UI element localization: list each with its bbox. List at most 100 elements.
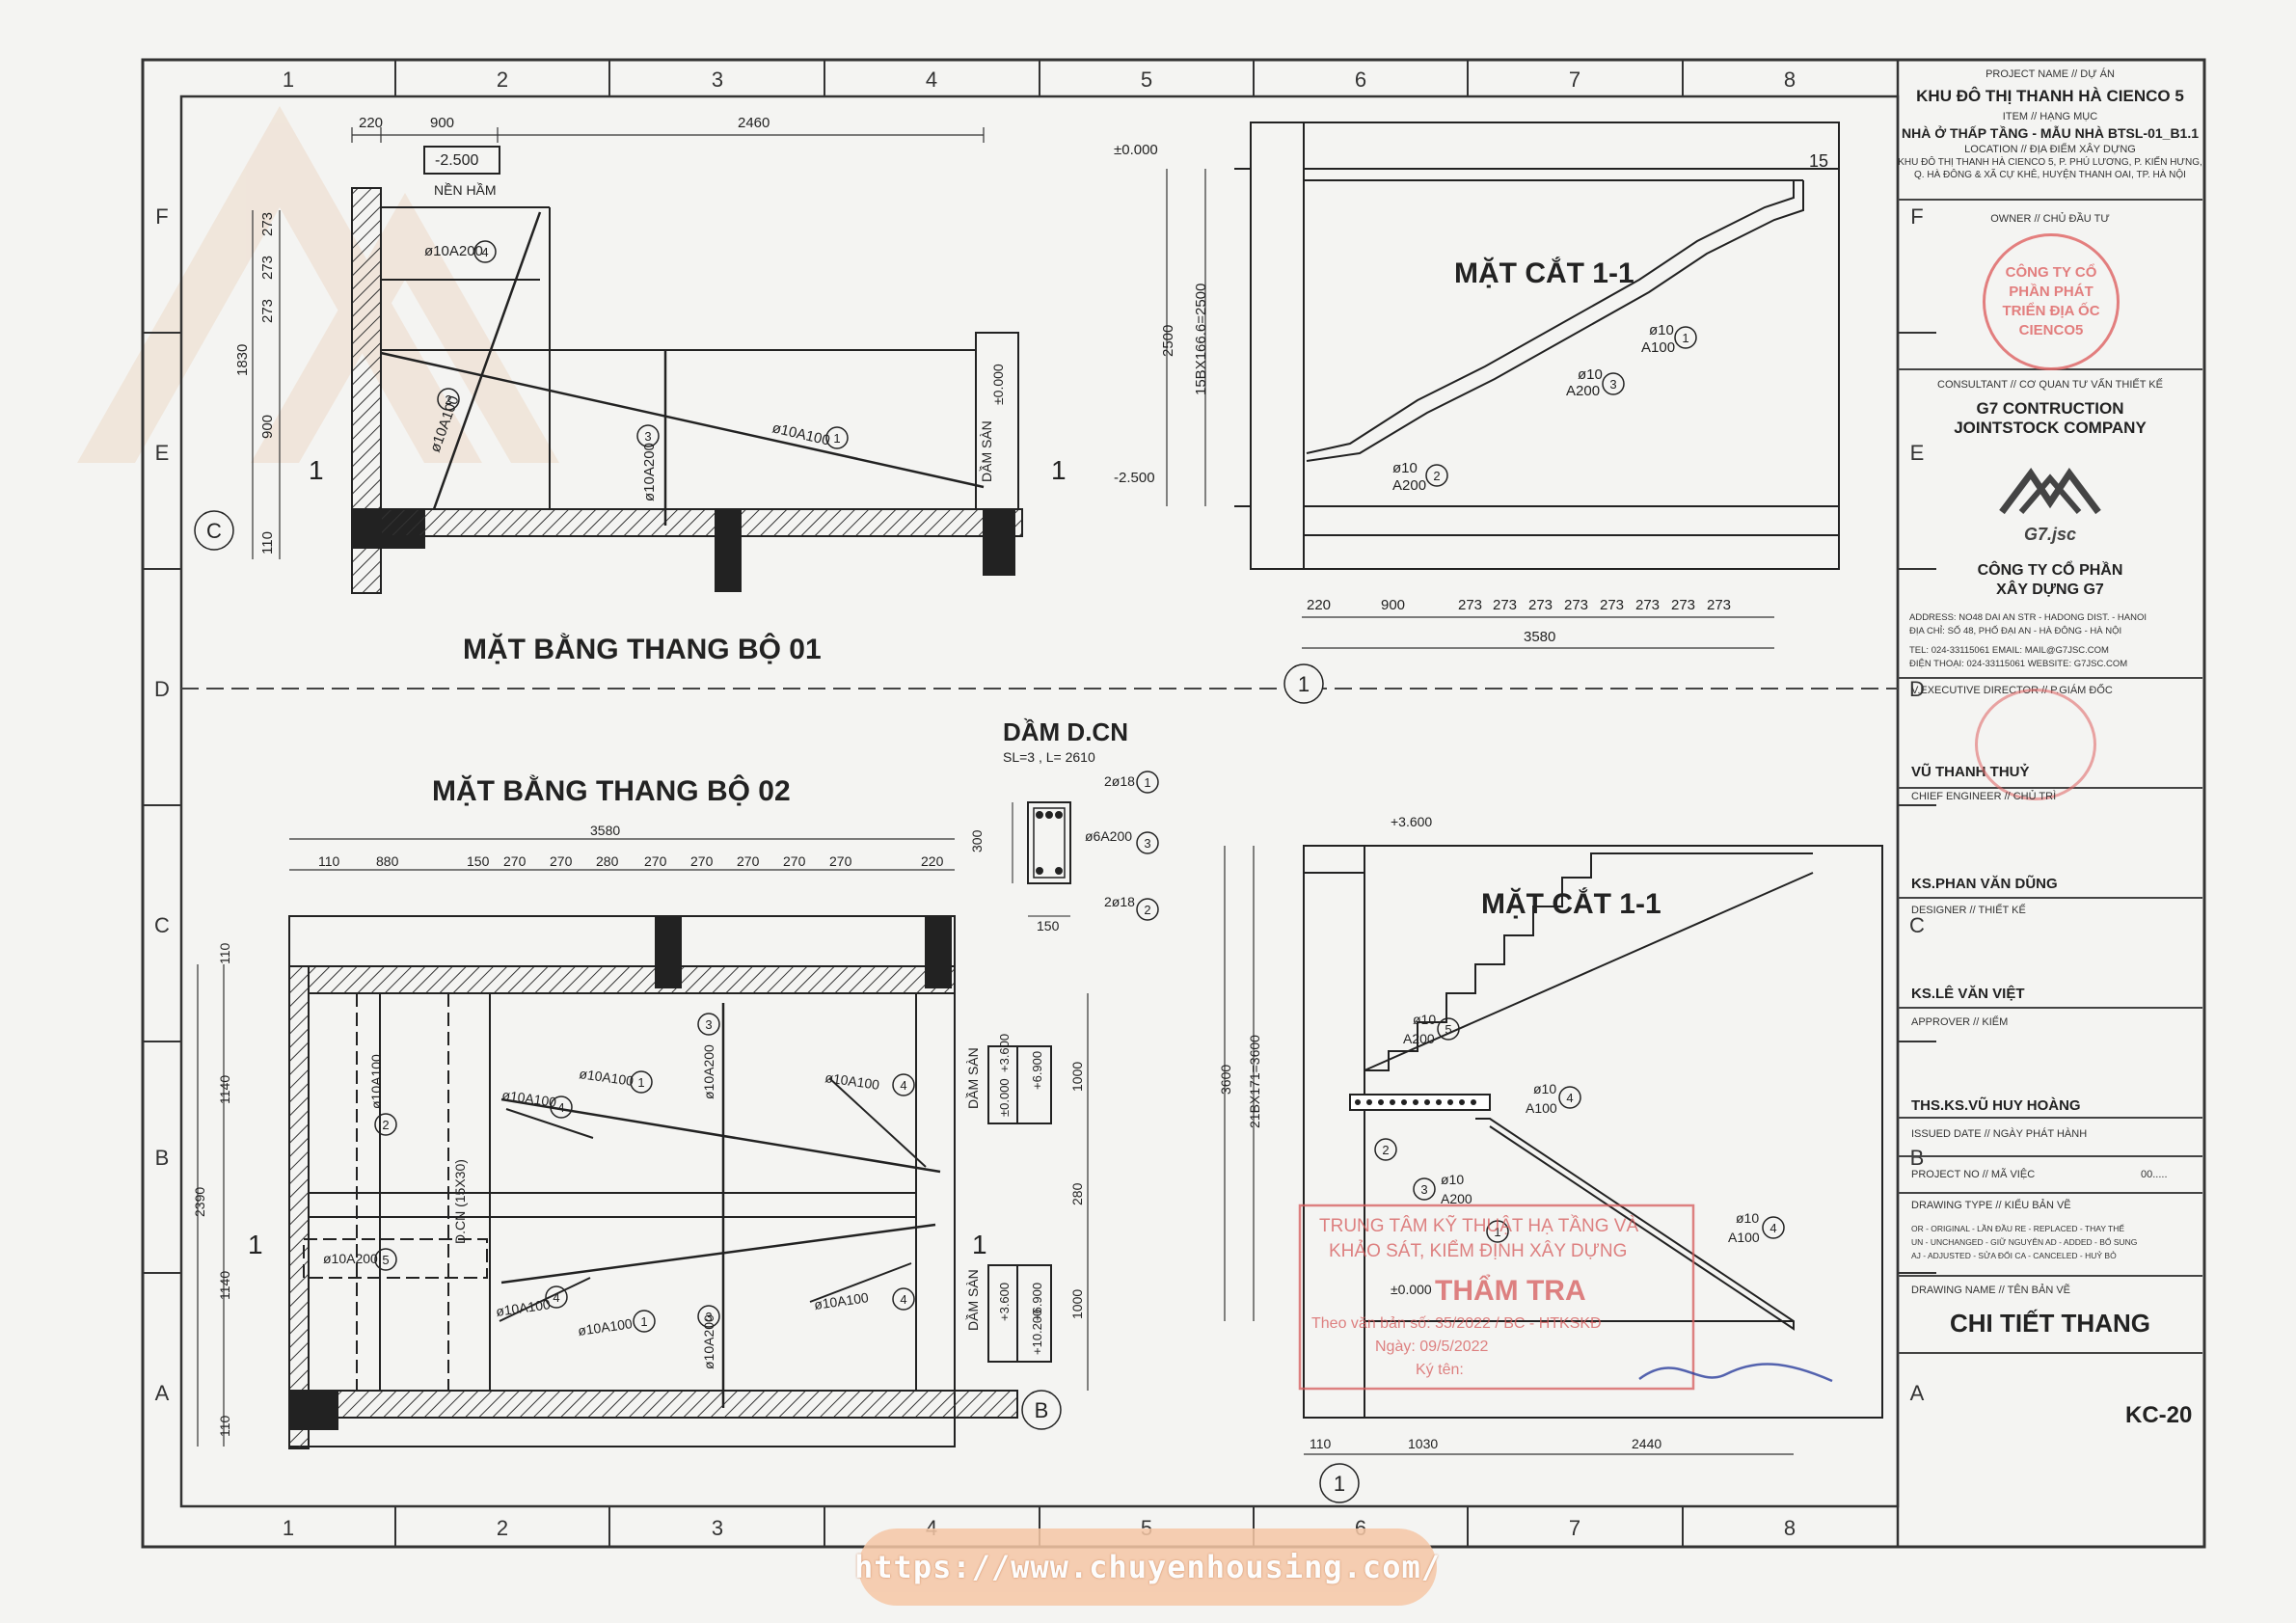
dim-text: 150 [467, 853, 490, 869]
dim-text: 2390 [192, 1187, 207, 1217]
drawing-name: CHI TIẾT THANG [1950, 1309, 2150, 1338]
section-1-bottom [1303, 845, 1883, 1419]
dim-text: 900 [430, 115, 454, 131]
col-label: 4 [926, 68, 937, 92]
row-label: B [155, 1146, 170, 1170]
rebar-num: 3 [705, 1017, 712, 1032]
owner-label: OWNER // CHỦ ĐẦU TƯ [1990, 213, 2110, 225]
row-label: D [154, 677, 170, 701]
dim-total: 3580 [1524, 629, 1555, 645]
row-label: F [155, 204, 168, 229]
plan-01 [351, 146, 1023, 594]
project-section: PROJECT NAME // DỰ ÁN KHU ĐÔ THỊ THANH H… [1898, 62, 2202, 201]
rebar-label: ø10 [1649, 322, 1674, 338]
address: ĐỊA CHỈ: SỐ 48, PHỐ ĐẠI AN - HÀ ĐÔNG - H… [1909, 626, 2122, 636]
dim-text: 273 [259, 256, 276, 280]
owner-section: OWNER // CHỦ ĐẦU TƯ CÔNG TY CỔ PHẦN PHÁT… [1898, 201, 2202, 370]
dim-text: 1030 [1408, 1436, 1438, 1451]
rebar-num: 2 [1382, 1143, 1389, 1157]
location-line: KHU ĐÔ THỊ THANH HÀ CIENCO 5, P. PHÚ LƯƠ… [1898, 157, 2202, 168]
designer-section: DESIGNER // THIẾT KẾ KS.LÊ VĂN VIỆT [1898, 899, 2202, 1009]
plan-01-title: MẶT BẰNG THANG BỘ 01 [463, 633, 822, 665]
dim-text: 220 [921, 853, 944, 869]
rebar-num: 2 [1144, 903, 1150, 917]
section-mark: 1 [972, 1230, 987, 1259]
dim-text: 273 [1635, 597, 1660, 613]
beam-text: DẦM D.CN SL=3 , L= 2610 2ø18 ø6A200 2ø18… [969, 717, 1135, 933]
row-label: A [1910, 1381, 1925, 1405]
chief-label: CHIEF ENGINEER // CHỦ TRÌ [1911, 791, 2057, 802]
dim-text: 110 [217, 942, 232, 964]
rebar-num: 3 [644, 429, 651, 444]
rebar-num: 4 [553, 1290, 559, 1305]
plan-01-dims [252, 127, 985, 559]
rebar-label: ø10A200 [424, 243, 483, 259]
rebar-label: A100 [1641, 339, 1675, 356]
stamp-line: THẨM TRA [1435, 1274, 1586, 1307]
dim-text: 300 [969, 829, 985, 852]
rebar-label: ø10 [1392, 460, 1418, 476]
dtype-section: DRAWING TYPE // KIỂU BẢN VẼ OR - ORIGINA… [1898, 1194, 2202, 1277]
axis-tag: 1 [1334, 1472, 1345, 1496]
phone: TEL: 024-33115061 EMAIL: MAIL@G7JSC.COM [1909, 645, 2109, 656]
col-label: 1 [283, 1516, 294, 1540]
dim-text: 270 [503, 853, 527, 869]
stamp-line: Ký tên: [1416, 1362, 1464, 1378]
company-seal [1975, 689, 2096, 800]
stamp-line: TRUNG TÂM KỸ THUẬT HẠ TẦNG VÀ [1319, 1215, 1638, 1236]
rebar-label: ø10 [1533, 1081, 1556, 1096]
consultant-section: CONSULTANT // CƠ QUAN TƯ VẤN THIẾT KẾ G7… [1898, 370, 2202, 679]
consultant-name: G7 CONTRUCTION [1976, 399, 2124, 418]
sheet-number: KC-20 [2125, 1402, 2193, 1428]
dim-text: 880 [376, 853, 399, 869]
dname-label: DRAWING NAME // TÊN BẢN VẼ [1911, 1285, 2071, 1296]
dim-text: 900 [259, 415, 276, 439]
dim-text: 270 [783, 853, 806, 869]
consultant-label: CONSULTANT // CƠ QUAN TƯ VẤN THIẾT KẾ [1937, 379, 2163, 391]
beam-spec: SL=3 , L= 2610 [1003, 749, 1095, 765]
rebar-label: A200 [1392, 477, 1426, 494]
axis-tag: C [206, 519, 222, 543]
rebar-label: ø10 [1441, 1172, 1464, 1187]
level-text: -2.500 [1114, 470, 1155, 486]
beam-tag: D.CN (15X30) [452, 1159, 468, 1244]
stamp-line: KHẢO SÁT, KIỂM ĐỊNH XÂY DỰNG [1329, 1240, 1627, 1261]
dtype-legend: AJ - ADJUSTED - SỬA ĐỔI CA - CANCELED - … [1911, 1251, 2117, 1260]
rebar-num: 2 [445, 392, 451, 407]
level-label: NỀN HẦM [434, 182, 497, 198]
beam-title: DẦM D.CN [1003, 717, 1128, 746]
dim-text: 273 [1671, 597, 1695, 613]
rebar-label: ø10A100 [824, 1069, 881, 1093]
rebar-num: 3 [1420, 1182, 1427, 1197]
section-1-top-dims [1166, 169, 1774, 649]
dim-text: 280 [596, 853, 619, 869]
rebar-label: ø10A100 [577, 1315, 634, 1339]
dim-text: 1140 [217, 1075, 232, 1104]
rebar-label: A200 [1441, 1191, 1472, 1206]
dim-text: 270 [829, 853, 852, 869]
rebar-num: 4 [557, 1100, 564, 1115]
dim-text: 1830 [234, 344, 251, 376]
watermark-logo [77, 106, 559, 463]
rebar-num: 3 [1144, 836, 1150, 851]
projno-label: PROJECT NO // MÃ VIỆC [1911, 1169, 2036, 1180]
rebar-label: 2ø18 [1104, 773, 1135, 789]
beam-level: ±0.000 [997, 1078, 1012, 1117]
dim-text: 110 [259, 531, 276, 555]
rebar-num: 3 [705, 1310, 712, 1324]
plan-02-dims [197, 838, 1089, 1447]
section-1-bottom-dims [1224, 846, 1794, 1455]
rebar-num: 1 [1682, 331, 1688, 345]
section-mark: 1 [248, 1230, 263, 1259]
item-name: NHÀ Ở THẤP TẦNG - MẪU NHÀ BTSL-01_B1.1 [1901, 125, 2200, 141]
col-label: 3 [712, 1516, 723, 1540]
dim-text: 110 [217, 1415, 232, 1437]
row-label: E [1910, 441, 1925, 465]
rebar-label: ø10 [1413, 1012, 1436, 1027]
plan-01-rebar-nums: 4 2 3 1 C [194, 240, 849, 551]
dim-text: 2460 [738, 115, 770, 131]
approver-section: APPROVER // KIỂM THS.KS.VŨ HUY HOÀNG [1898, 1009, 2202, 1119]
dim-text: 273 [1493, 597, 1517, 613]
dim-text: 2500 [1160, 325, 1176, 357]
